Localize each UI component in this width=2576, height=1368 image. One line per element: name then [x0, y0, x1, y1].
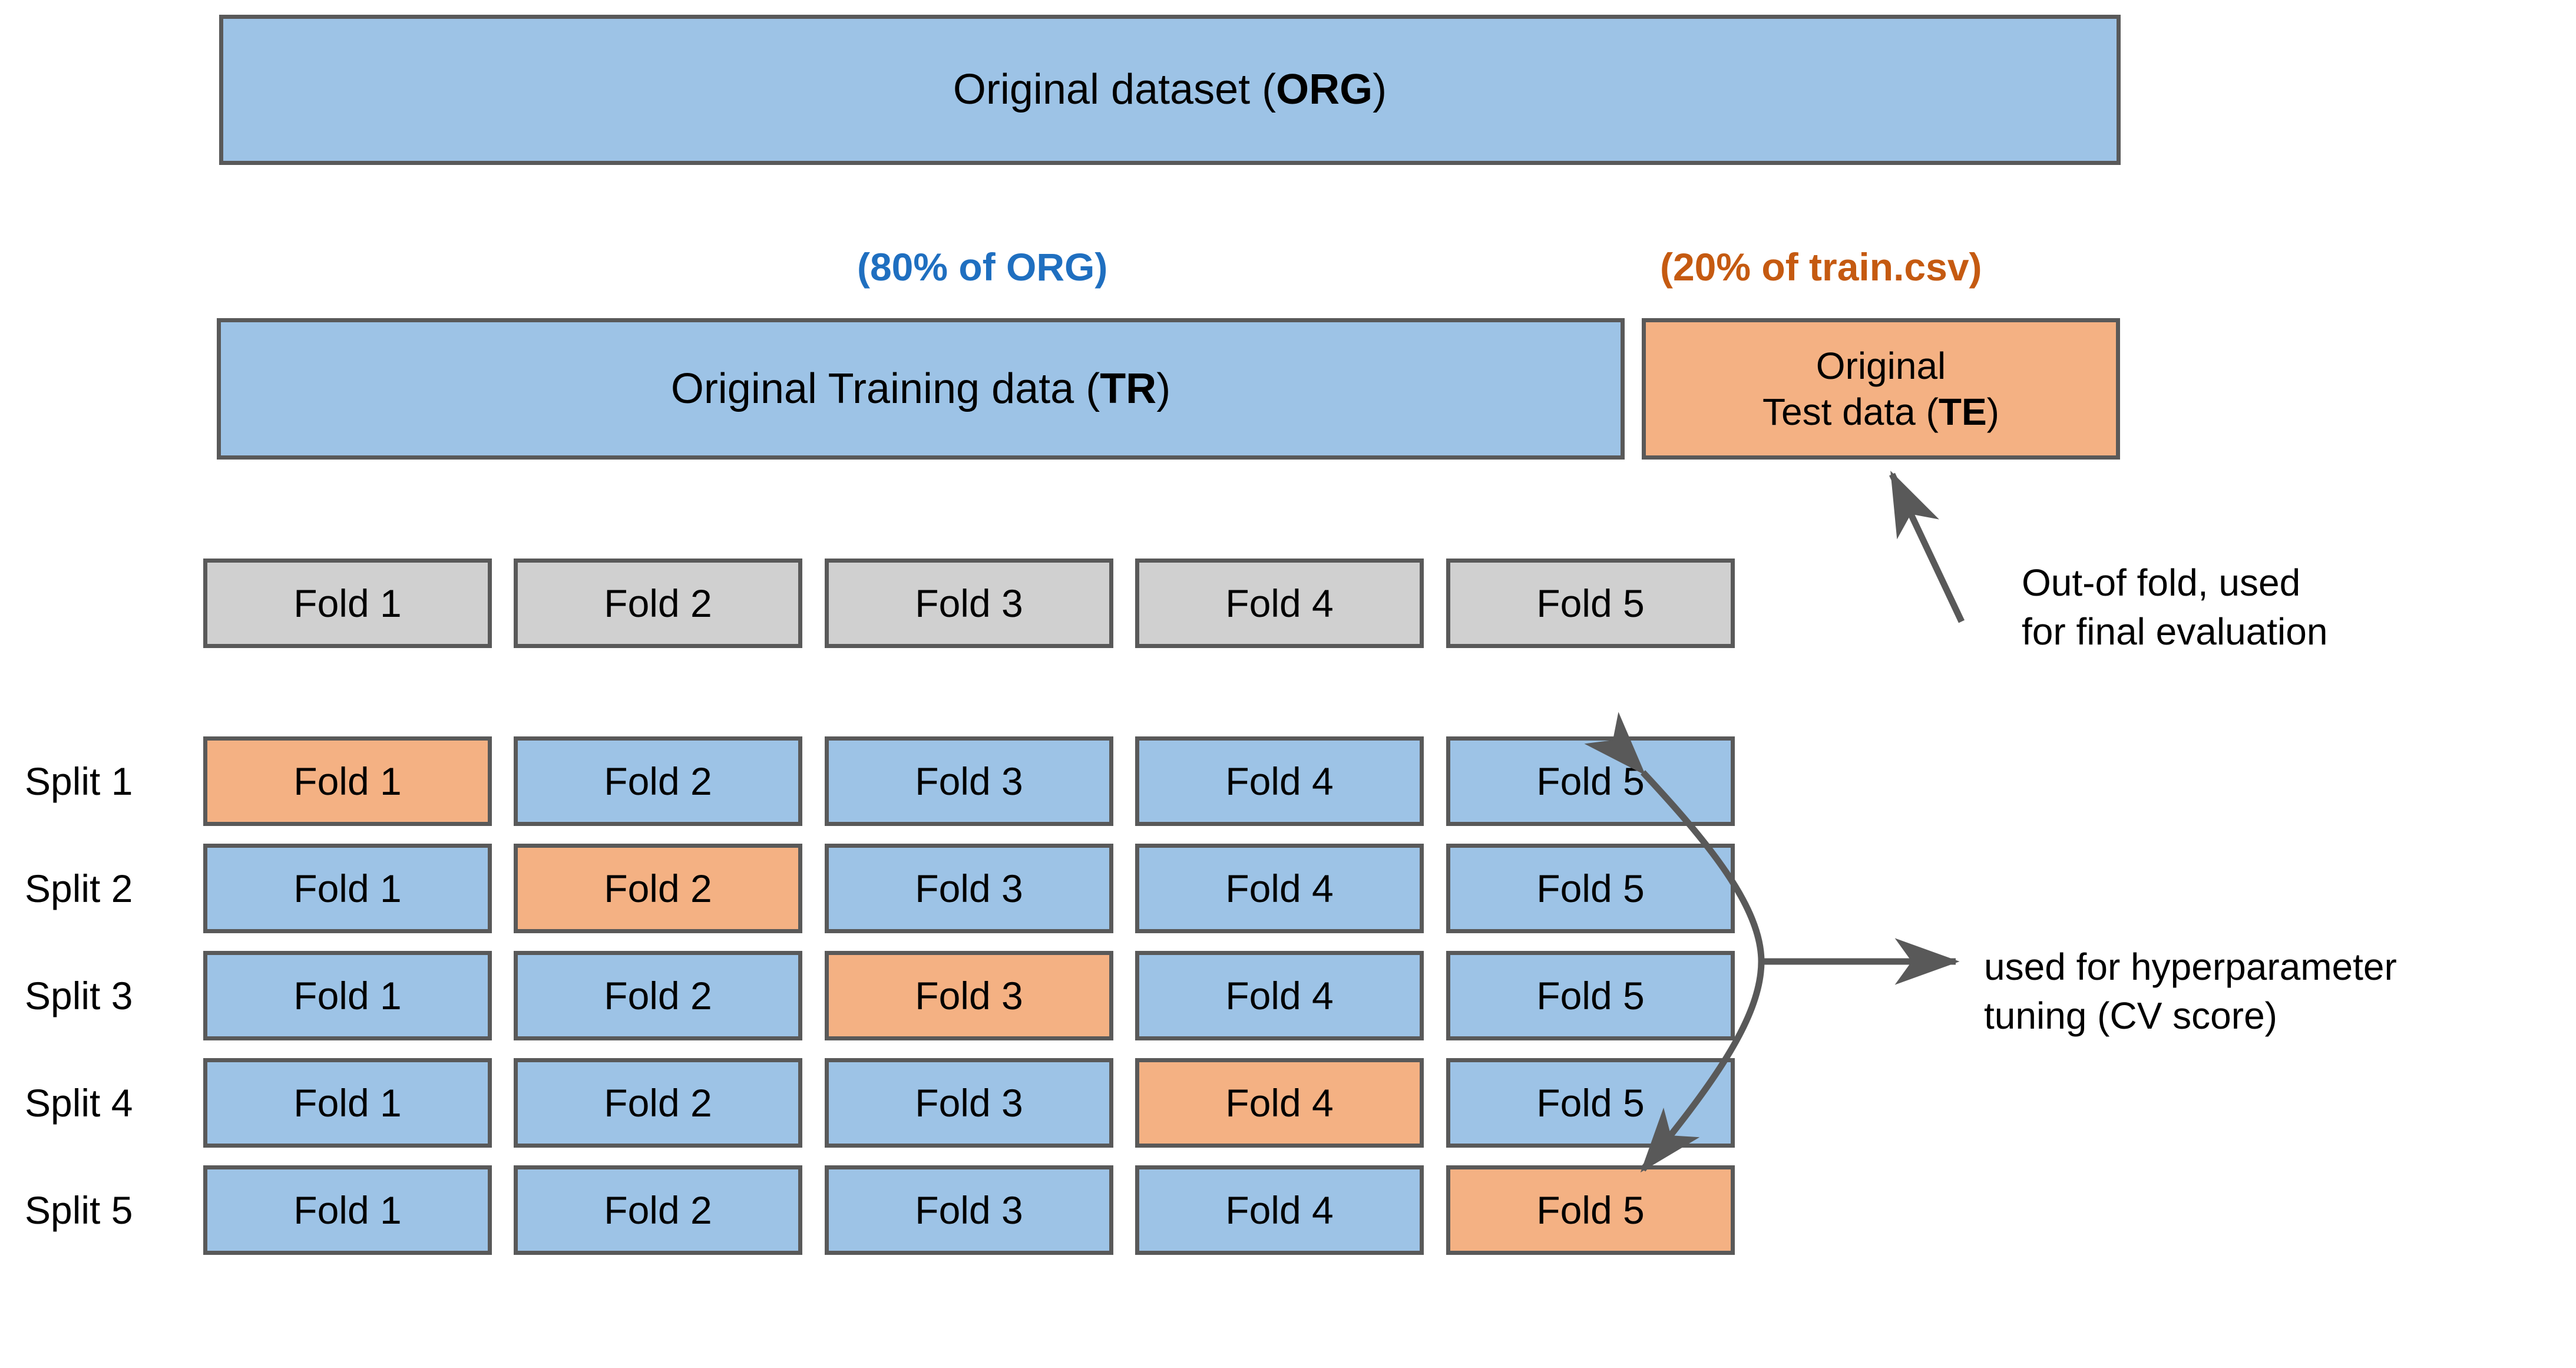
fold-label: Fold 4	[1225, 1188, 1334, 1232]
split-4-fold-5: Fold 5	[1446, 1058, 1735, 1148]
fold-label: Fold 2	[604, 581, 712, 625]
te-suffix: )	[1986, 391, 1999, 433]
fold-header-cell-4: Fold 4	[1135, 559, 1424, 648]
split-1-fold-2: Fold 2	[514, 736, 802, 826]
fold-label: Fold 4	[1225, 867, 1334, 910]
tr-abbr: TR	[1100, 365, 1157, 412]
test-data-line1: Original	[1816, 344, 1946, 387]
original-training-data-box: Original Training data (TR)	[217, 318, 1625, 460]
split-2-fold-3: Fold 3	[825, 844, 1113, 933]
split-label-2: Split 2	[25, 867, 133, 910]
org-suffix: )	[1373, 66, 1387, 114]
split-2-fold-5: Fold 5	[1446, 844, 1735, 933]
org-prefix: Original dataset (	[953, 66, 1277, 114]
split-2-fold-1: Fold 1	[203, 844, 492, 933]
split-1-fold-3: Fold 3	[825, 736, 1113, 826]
fold-label: Fold 3	[915, 974, 1023, 1017]
fold-label: Fold 4	[1225, 1081, 1334, 1125]
fold-label: Fold 3	[915, 581, 1023, 625]
fold-label: Fold 3	[915, 1188, 1023, 1232]
te-abbr: TE	[1938, 391, 1987, 433]
tr-suffix: )	[1156, 365, 1171, 412]
fold-label: Fold 3	[915, 759, 1023, 803]
fold-label: Fold 2	[604, 1188, 712, 1232]
fold-label: Fold 5	[1536, 974, 1645, 1017]
org-abbr: ORG	[1276, 66, 1373, 114]
fold-label: Fold 1	[293, 759, 402, 803]
fold-label: Fold 5	[1536, 581, 1645, 625]
split-label-5: Split 5	[25, 1188, 133, 1232]
original-dataset-label: Original dataset (ORG)	[953, 65, 1387, 115]
training-data-label: Original Training data (TR)	[671, 364, 1170, 414]
split-4-fold-2: Fold 2	[514, 1058, 802, 1148]
fold-label: Fold 1	[293, 867, 402, 910]
test-data-line2: Test data (TE)	[1762, 389, 1999, 435]
fold-header-cell-5: Fold 5	[1446, 559, 1735, 648]
fold-header-cell-1: Fold 1	[203, 559, 492, 648]
fold-label: Fold 2	[604, 1081, 712, 1125]
fold-label: Fold 2	[604, 759, 712, 803]
split-5-fold-5: Fold 5	[1446, 1165, 1735, 1255]
test-percent-caption: (20% of train.csv)	[1660, 245, 1982, 289]
split-3-fold-2: Fold 2	[514, 951, 802, 1040]
fold-label: Fold 5	[1536, 1188, 1645, 1232]
fold-label: Fold 4	[1225, 759, 1334, 803]
split-3-fold-1: Fold 1	[203, 951, 492, 1040]
fold-label: Fold 1	[293, 581, 402, 625]
fold-label: Fold 2	[604, 867, 712, 910]
split-label-3: Split 3	[25, 974, 133, 1017]
split-4-fold-1: Fold 1	[203, 1058, 492, 1148]
train-percent-caption: (80% of ORG)	[857, 245, 1108, 289]
split-3-fold-5: Fold 5	[1446, 951, 1735, 1040]
fold-label: Fold 4	[1225, 974, 1334, 1017]
split-5-fold-3: Fold 3	[825, 1165, 1113, 1255]
original-test-data-box: Original Test data (TE)	[1642, 318, 2120, 460]
split-label-1: Split 1	[25, 759, 133, 803]
fold-header-cell-3: Fold 3	[825, 559, 1113, 648]
fold-label: Fold 5	[1536, 867, 1645, 910]
split-3-fold-4: Fold 4	[1135, 951, 1424, 1040]
fold-label: Fold 1	[293, 974, 402, 1017]
fold-label: Fold 5	[1536, 759, 1645, 803]
split-2-fold-4: Fold 4	[1135, 844, 1424, 933]
fold-header-cell-2: Fold 2	[514, 559, 802, 648]
original-dataset-box: Original dataset (ORG)	[219, 15, 2121, 165]
fold-label: Fold 1	[293, 1188, 402, 1232]
split-5-fold-2: Fold 2	[514, 1165, 802, 1255]
out-of-fold-annotation: Out-of fold, used for final evaluation	[2022, 561, 2328, 653]
split-1-fold-5: Fold 5	[1446, 736, 1735, 826]
hyperparameter-annotation: used for hyperparameter tuning (CV score…	[1984, 946, 2397, 1037]
split-3-fold-3: Fold 3	[825, 951, 1113, 1040]
fold-label: Fold 5	[1536, 1081, 1645, 1125]
fold-label: Fold 4	[1225, 581, 1334, 625]
split-2-fold-2: Fold 2	[514, 844, 802, 933]
fold-label: Fold 2	[604, 974, 712, 1017]
tr-prefix: Original Training data (	[670, 365, 1100, 412]
split-1-fold-4: Fold 4	[1135, 736, 1424, 826]
fold-label: Fold 3	[915, 1081, 1023, 1125]
split-1-fold-1: Fold 1	[203, 736, 492, 826]
te-prefix: Test data (	[1762, 391, 1939, 433]
arrow-up-left-icon	[1889, 471, 1965, 623]
fold-label: Fold 3	[915, 867, 1023, 910]
split-4-fold-4: Fold 4	[1135, 1058, 1424, 1148]
split-label-4: Split 4	[25, 1081, 133, 1125]
split-4-fold-3: Fold 3	[825, 1058, 1113, 1148]
split-5-fold-4: Fold 4	[1135, 1165, 1424, 1255]
split-5-fold-1: Fold 1	[203, 1165, 492, 1255]
fold-label: Fold 1	[293, 1081, 402, 1125]
